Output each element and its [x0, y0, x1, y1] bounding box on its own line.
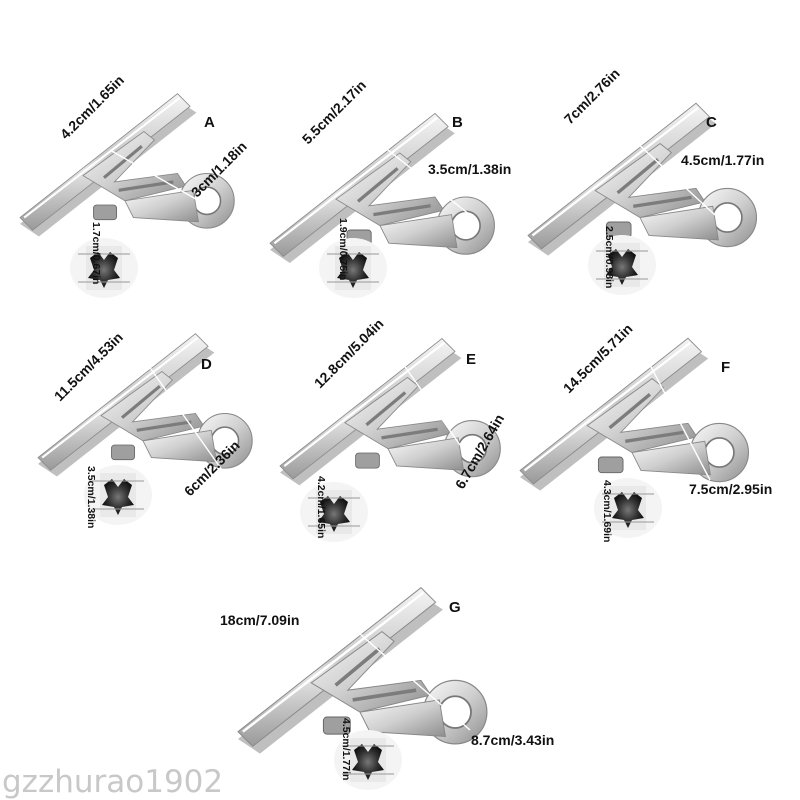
- clip-a-image: [18, 92, 236, 239]
- clip-g-letter: G: [449, 599, 461, 616]
- clip-b-width: 3.5cm/1.38in: [428, 161, 511, 177]
- clip-a-letter: A: [204, 114, 215, 131]
- clip-g-width-line: [343, 619, 471, 731]
- clip-a-detail-image: [69, 237, 139, 299]
- clip-d-length: 11.5cm/4.53in: [51, 329, 126, 404]
- clip-f: F 14.5cm/5.71in 7.5cm/2.95in 4.3cm/1.69i…: [518, 320, 772, 542]
- clip-f-letter: F: [721, 359, 730, 376]
- clip-a-length: 4.2cm/1.65in: [57, 72, 127, 142]
- clip-f-length: 14.5cm/5.71in: [560, 320, 636, 396]
- clip-g-width: 8.7cm/3.43in: [471, 732, 554, 748]
- clip-c: C 7cm/2.76in 4.5cm/1.77in 2.5cm/0.98in: [526, 65, 764, 296]
- clip-d: D 11.5cm/4.53in 6cm/2.36in 3.5cm/1.38in: [36, 329, 254, 528]
- clip-c-detail-image: [587, 234, 657, 296]
- clip-b-detail-image: [318, 237, 388, 299]
- clip-f-width: 7.5cm/2.95in: [689, 481, 772, 497]
- clip-e-height: 4.2cm/1.65in: [315, 476, 327, 538]
- clip-a: A 4.2cm/1.65in 3cm/1.18in 1.7cm/0.67in: [18, 72, 250, 299]
- clip-b: B 5.5cm/2.17in 3.5cm/1.38in 1.9cm/0.75in: [268, 77, 511, 299]
- clip-e-length: 12.8cm/5.04in: [311, 315, 387, 391]
- clip-g: G 18cm/7.09in 8.7cm/3.43in 4.5cm/1.77in: [220, 585, 554, 791]
- clip-a-width-line: [109, 149, 216, 211]
- clip-e-detail-image: [299, 481, 369, 543]
- clip-c-width: 4.5cm/1.77in: [681, 152, 764, 168]
- clip-c-detail: [587, 234, 657, 296]
- clip-b-letter: B: [452, 114, 463, 131]
- clip-e-letter: E: [466, 351, 476, 368]
- clip-f-height: 4.3cm/1.69in: [601, 480, 613, 542]
- clip-a-detail: [69, 237, 139, 299]
- clip-g-length: 18cm/7.09in: [220, 612, 299, 628]
- clip-c-length: 7cm/2.76in: [561, 65, 623, 127]
- clip-d-height: 3.5cm/1.38in: [85, 466, 97, 528]
- clip-f-width-line: [635, 337, 711, 481]
- clip-c-width-line: [609, 117, 716, 216]
- clip-e: E 12.8cm/5.04in 6.7cm/2.64in 4.2cm/1.65i…: [278, 315, 507, 543]
- watermark: gzzhurao1902: [2, 764, 223, 800]
- clip-c-height: 2.5cm/0.98in: [603, 226, 615, 288]
- clip-e-width-line: [381, 333, 461, 446]
- clip-d-letter: D: [201, 356, 212, 373]
- clip-b-width-line: [349, 119, 471, 216]
- clip-a-height: 1.7cm/0.67in: [90, 222, 102, 284]
- clip-g-height: 4.5cm/1.77in: [340, 718, 352, 780]
- clip-f-image: [518, 336, 751, 493]
- clip-b-length: 5.5cm/2.17in: [299, 77, 369, 147]
- clip-c-image: [526, 101, 759, 258]
- clip-c-letter: C: [706, 114, 717, 131]
- clip-b-detail: [318, 237, 388, 299]
- clip-d-width-line: [145, 361, 223, 471]
- clip-b-height: 1.9cm/0.75in: [337, 218, 349, 280]
- clip-e-detail: [299, 481, 369, 543]
